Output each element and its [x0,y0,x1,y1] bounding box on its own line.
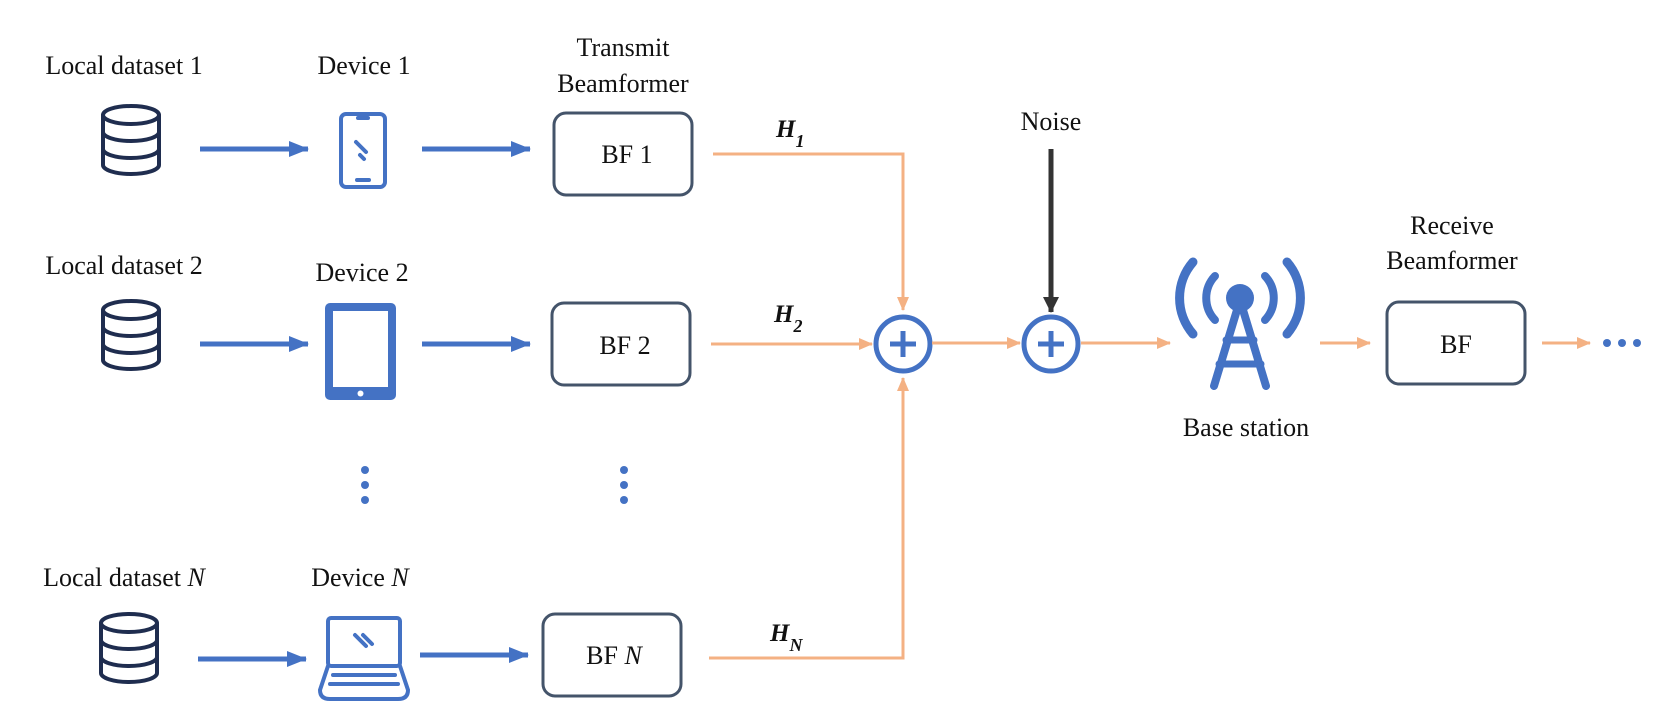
tablet-icon [325,303,396,400]
vertical-ellipsis-beamformers [620,466,628,504]
bf-box-n [541,612,683,698]
bf-box-1 [552,111,694,197]
output-ellipsis [1603,339,1641,347]
bf-label-1: BF 1 [601,140,652,169]
bf-box-2 [550,301,692,387]
receive-header-line2: Beamformer [1386,246,1518,275]
channel-line-n [709,377,909,660]
laptop-icon [317,616,411,701]
database-icon [101,299,161,371]
dataset-label-2: Local dataset 2 [45,251,202,280]
channel-label-2: H2 [773,301,802,336]
plus-circle-icon [873,314,933,374]
channel-label-n: HN [769,620,803,655]
channel-line-1 [713,152,909,311]
smartphone-icon [339,112,387,189]
transmit-header-line2: Beamformer [557,69,689,98]
receive-header-line1: Receive [1410,211,1494,240]
base-station-label: Base station [1183,413,1309,442]
database-icon [101,104,161,176]
transmit-header-line1: Transmit [577,33,671,62]
noise-label: Noise [1021,107,1082,136]
dataset-label-1: Local dataset 1 [45,51,202,80]
channel-label-1: H1 [775,116,804,151]
device-label-2: Device 2 [315,258,408,287]
device-label-n: Device N [311,563,410,592]
device-label-1: Device 1 [317,51,410,80]
receive-bf-label: BF [1440,330,1472,359]
vertical-ellipsis-devices [361,466,369,504]
antenna-tower-icon [1175,257,1305,390]
database-icon [99,612,159,684]
dataset-label-n: Local dataset N [43,563,206,592]
receive-bf-box [1385,300,1527,386]
plus-circle-icon [1021,314,1081,374]
bf-label-n: BF N [586,641,643,670]
bf-label-2: BF 2 [599,331,650,360]
